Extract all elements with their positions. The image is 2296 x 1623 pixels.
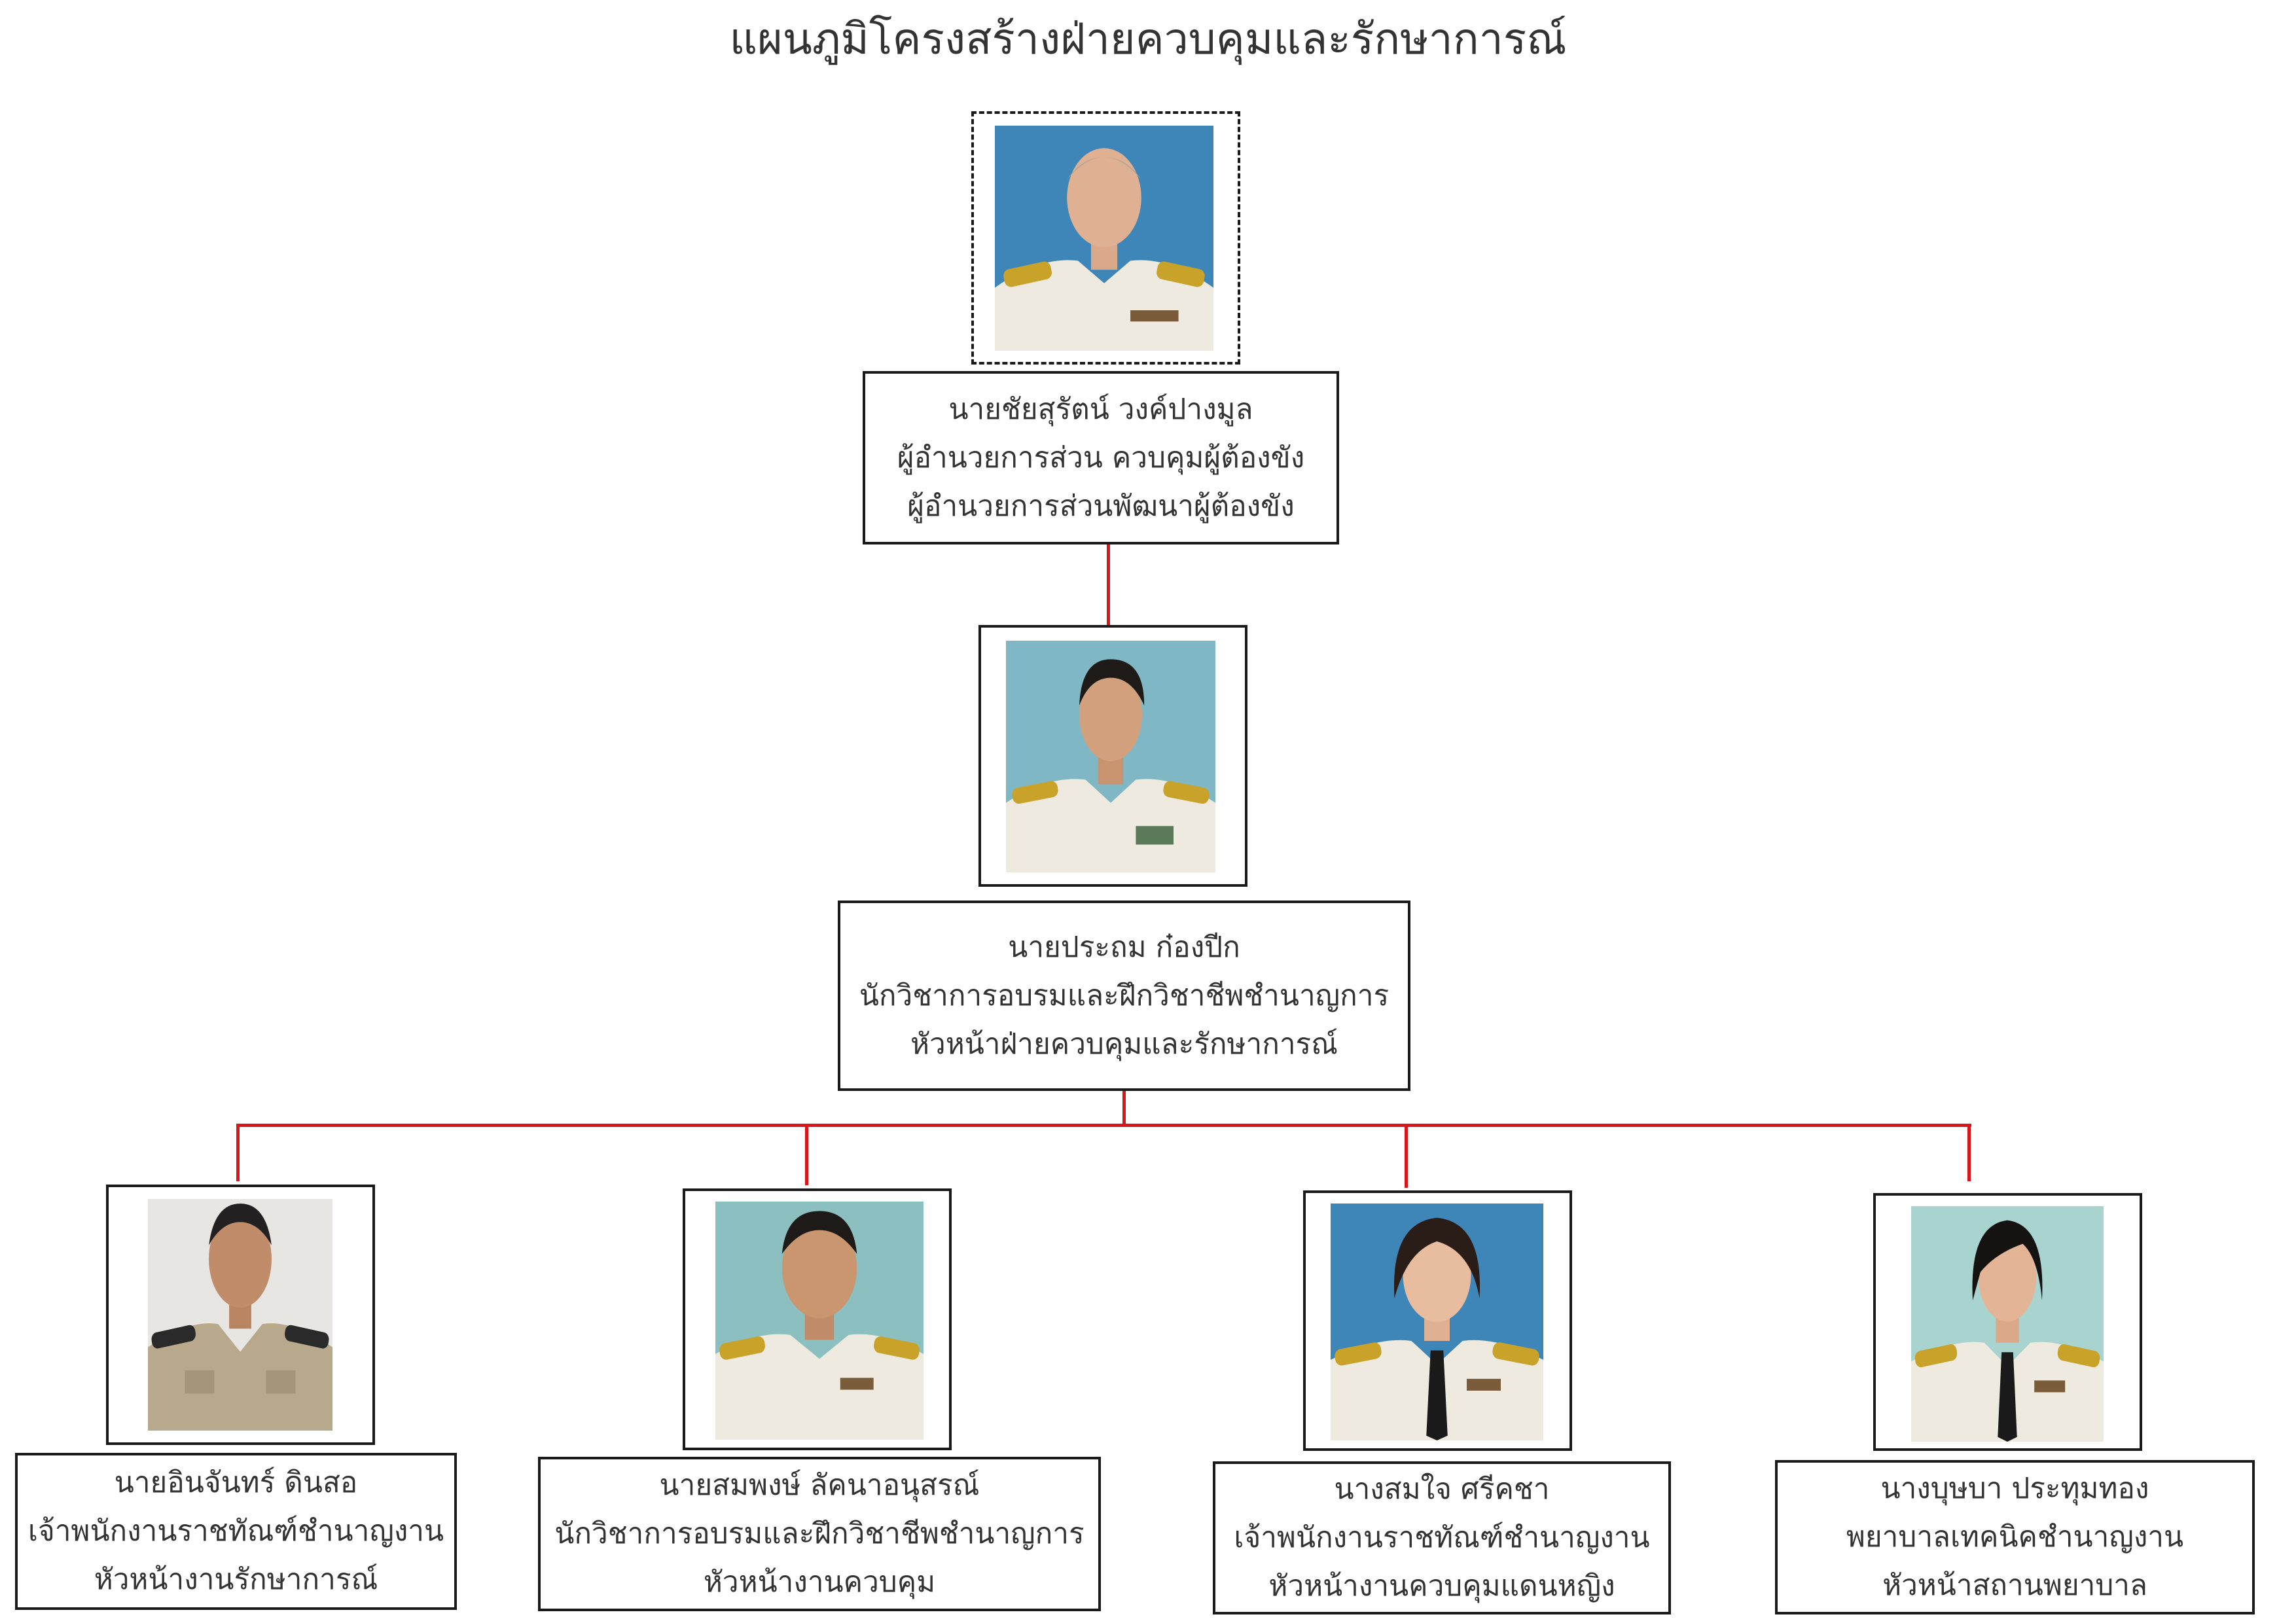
staff-2-info-box: นายสมพงษ์ ลัคนาอนุสรณ์ นักวิชาการอบรมและ… — [538, 1457, 1101, 1611]
staff-3-photo-frame — [1303, 1190, 1572, 1451]
connector-horizontal-bar — [236, 1124, 1971, 1127]
connector-drop-1 — [236, 1124, 240, 1181]
middle-position-2: หัวหน้าฝ่ายควบคุมและรักษาการณ์ — [910, 1027, 1338, 1061]
staff-3-portrait-photo — [1331, 1204, 1543, 1440]
staff-1-portrait-photo — [148, 1199, 332, 1431]
connector-top-middle — [1107, 542, 1110, 627]
staff-2-position-2: หัวหน้างานควบคุม — [703, 1565, 936, 1599]
staff-2-position-1: นักวิชาการอบรมและฝึกวิชาชีพชำนาญการ — [554, 1517, 1085, 1550]
connector-drop-2 — [805, 1124, 808, 1185]
top-name: นายชัยสุรัตน์ วงค์ปางมูล — [948, 392, 1253, 426]
staff-1-name: นายอินจันทร์ ดินสอ — [114, 1466, 358, 1499]
staff-1-position-1: เจ้าพนักงานราชทัณฑ์ชำนาญงาน — [27, 1514, 444, 1548]
staff-1-photo-frame — [106, 1185, 375, 1445]
staff-4-position-1: พยาบาลเทคนิคชำนาญงาน — [1846, 1520, 2184, 1554]
top-photo-frame — [971, 111, 1240, 365]
connector-middle-down — [1122, 1091, 1126, 1125]
staff-4-portrait-photo — [1911, 1206, 2104, 1442]
staff-4-info-box: นางบุษบา ประทุมทอง พยาบาลเทคนิคชำนาญงาน … — [1775, 1460, 2255, 1614]
middle-photo-frame — [978, 625, 1247, 887]
middle-name: นายประถม ก๋องปีก — [1008, 930, 1240, 964]
staff-1-info-box: นายอินจันทร์ ดินสอ เจ้าพนักงานราชทัณฑ์ชำ… — [15, 1453, 457, 1610]
middle-info-box: นายประถม ก๋องปีก นักวิชาการอบรมและฝึกวิช… — [838, 901, 1410, 1091]
connector-drop-4 — [1967, 1124, 1971, 1181]
staff-3-info-box: นางสมใจ ศรีคชา เจ้าพนักงานราชทัณฑ์ชำนาญง… — [1213, 1461, 1671, 1614]
staff-3-position-2: หัวหน้างานควบคุมแดนหญิง — [1268, 1569, 1615, 1603]
connector-drop-3 — [1405, 1124, 1408, 1188]
staff-2-name: นายสมพงษ์ ลัคนาอนุสรณ์ — [659, 1469, 980, 1502]
middle-portrait-photo — [1006, 641, 1215, 872]
top-info-box: นายชัยสุรัตน์ วงค์ปางมูล ผู้อำนวยการส่วน… — [863, 371, 1339, 544]
top-portrait-photo — [995, 126, 1213, 351]
staff-4-name: นางบุษบา ประทุมทอง — [1880, 1472, 2149, 1505]
chart-title: แผนภูมิโครงสร้างฝ่ายควบคุมและรักษาการณ์ — [729, 14, 1567, 64]
top-position-2: ผู้อำนวยการส่วนพัฒนาผู้ต้องขัง — [907, 489, 1295, 523]
staff-1-position-2: หัวหน้างานรักษาการณ์ — [94, 1563, 378, 1596]
staff-2-portrait-photo — [715, 1202, 924, 1440]
top-position-1: ผู้อำนวยการส่วน ควบคุมผู้ต้องขัง — [897, 440, 1305, 474]
staff-4-photo-frame — [1873, 1193, 2142, 1451]
staff-4-position-2: หัวหน้าสถานพยาบาล — [1882, 1569, 2147, 1602]
staff-3-position-1: เจ้าพนักงานราชทัณฑ์ชำนาญงาน — [1234, 1521, 1650, 1554]
middle-position-1: นักวิชาการอบรมและฝึกวิชาชีพชำนาญการ — [859, 978, 1390, 1012]
staff-2-photo-frame — [683, 1188, 952, 1450]
staff-3-name: นางสมใจ ศรีคชา — [1334, 1472, 1550, 1506]
